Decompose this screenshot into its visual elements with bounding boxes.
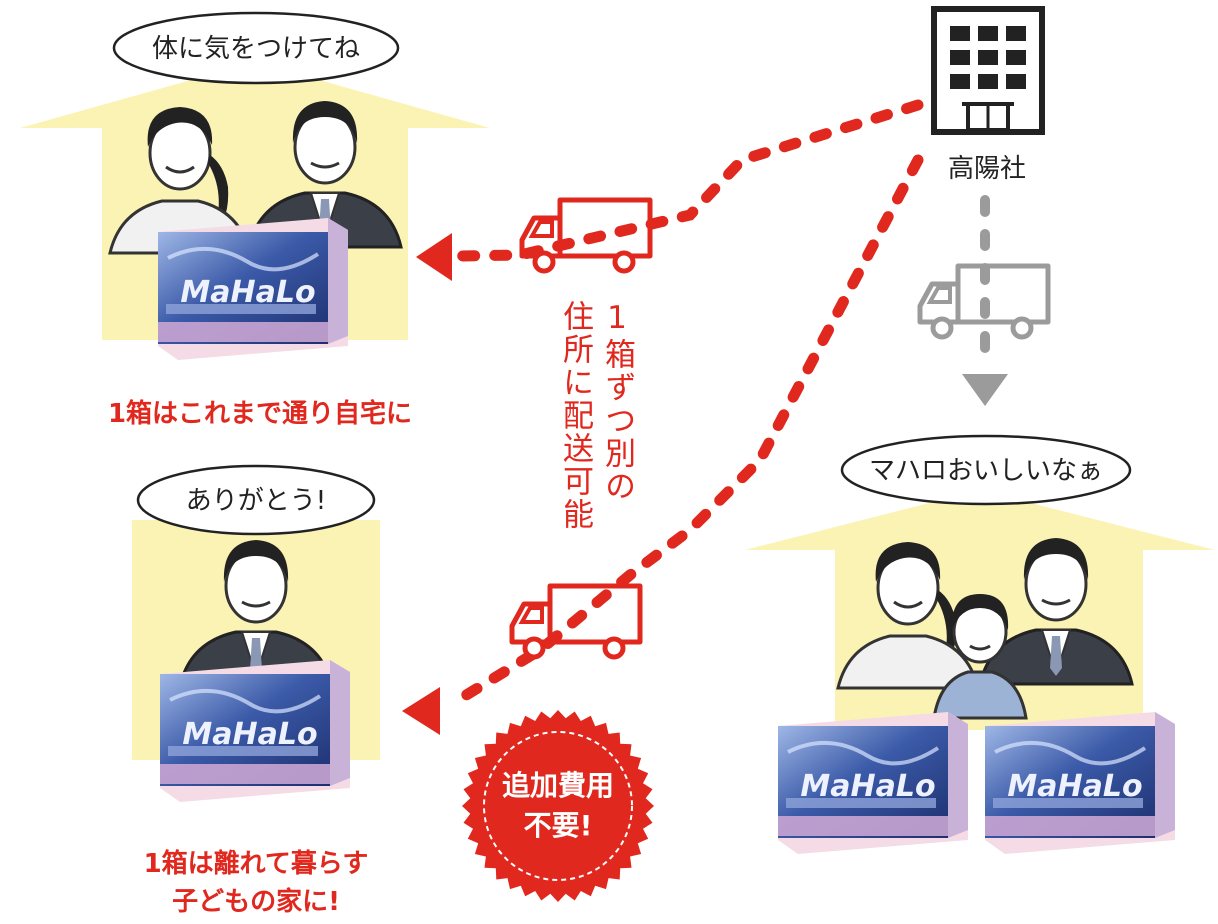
product-brand-label: MaHaLo bbox=[180, 275, 315, 310]
badge-line1: 追加費用 bbox=[501, 769, 614, 802]
hq-label: 高陽社 bbox=[948, 154, 1027, 184]
caption-child-line1: 1箱は離れて暮らす bbox=[143, 849, 369, 879]
no-extra-fee-badge bbox=[462, 710, 654, 902]
speech-bubble-family: マハロおいしいなぁ bbox=[840, 434, 1132, 506]
speech-bubble-parents: 体に気をつけてね bbox=[112, 11, 400, 85]
badge-text: 追加費用 不要! bbox=[463, 766, 653, 846]
arrow-to-parents-icon bbox=[416, 233, 452, 281]
caption-child-line2: 子どもの家に! bbox=[172, 887, 340, 917]
product-brand-label: MaHaLo bbox=[1007, 769, 1142, 804]
route-to-parents bbox=[454, 99, 924, 262]
product-brand-label: MaHaLo bbox=[182, 717, 317, 752]
hq-building-icon bbox=[931, 6, 1045, 135]
product-box-parents: MaHaLo bbox=[156, 216, 350, 362]
vertical-note-col2: 住所に配送可能 bbox=[557, 300, 593, 531]
product-box-child: MaHaLo bbox=[158, 658, 352, 804]
arrow-to-child-icon bbox=[402, 687, 440, 735]
bubble-child-text: ありがとう! bbox=[186, 486, 326, 516]
bubble-family-text: マハロおいしいなぁ bbox=[869, 456, 1103, 486]
route-to-child bbox=[444, 154, 924, 711]
product-box-family-2: MaHaLo bbox=[983, 710, 1177, 856]
bubble-parents-text: 体に気をつけてね bbox=[152, 34, 360, 64]
vertical-note-col1: 1箱ずつ別の bbox=[599, 300, 635, 503]
arrow-to-family-icon bbox=[962, 374, 1008, 406]
product-box-family-1: MaHaLo bbox=[776, 710, 970, 856]
caption-home: 1箱はこれまで通り自宅に bbox=[107, 399, 413, 429]
product-brand-label: MaHaLo bbox=[800, 769, 935, 804]
badge-line2: 不要! bbox=[523, 809, 593, 842]
house-parents bbox=[20, 62, 490, 340]
speech-bubble-child: ありがとう! bbox=[136, 464, 376, 536]
